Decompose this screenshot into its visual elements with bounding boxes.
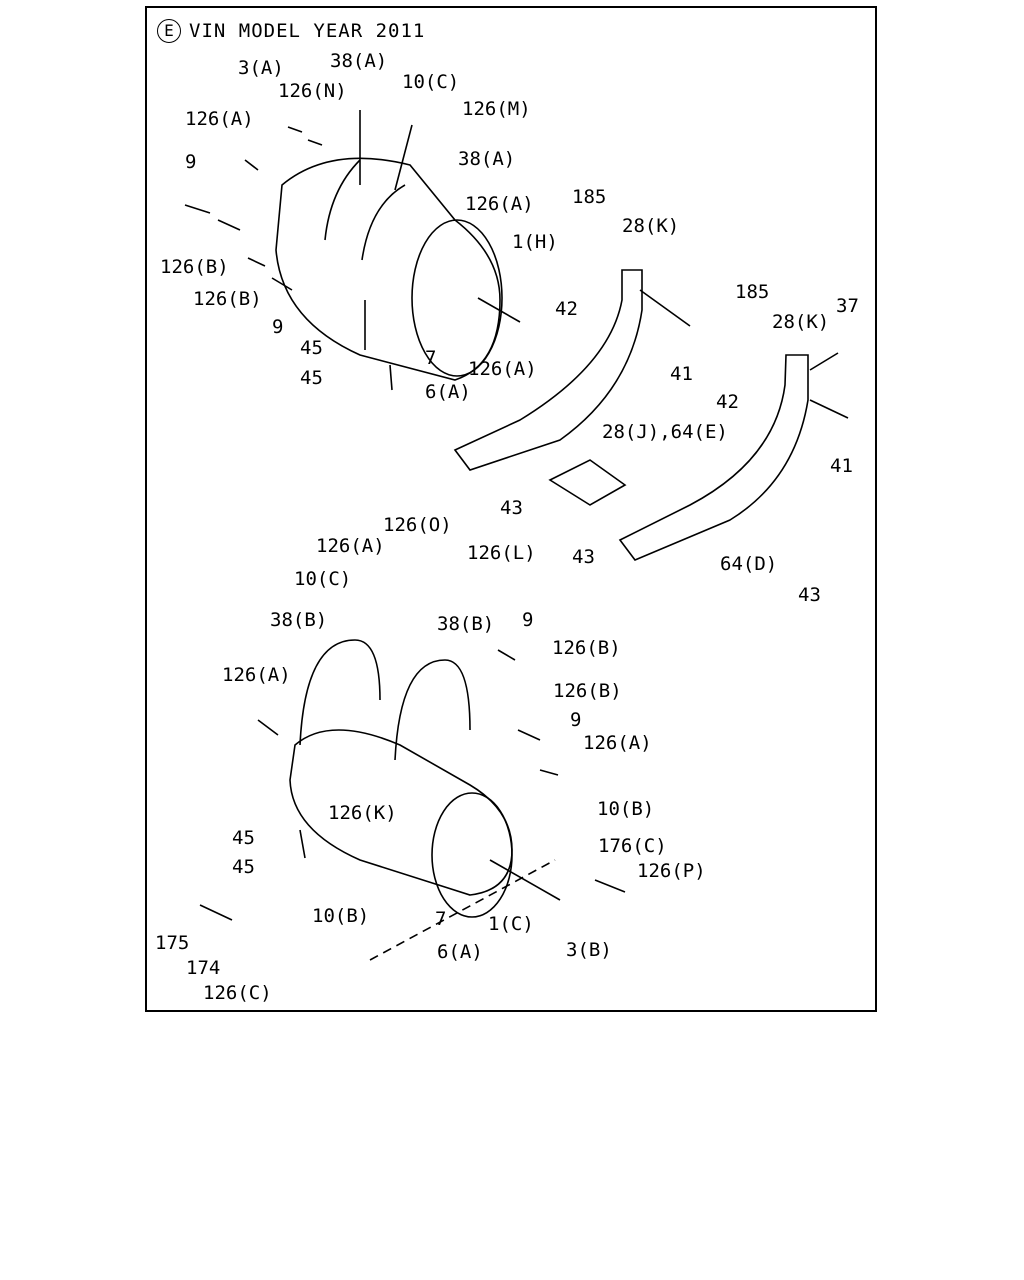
callout-label: 64(D) <box>720 553 777 575</box>
frame-brackets <box>453 269 849 561</box>
upper-fittings <box>184 126 323 291</box>
callout-label: 185 <box>735 281 769 303</box>
callout-label: 176(C) <box>598 835 667 857</box>
callout-label: 126(B) <box>552 637 621 659</box>
callout-label: 126(B) <box>553 680 622 702</box>
callout-labels: 38(A) 3(A) 10(C) 126(N) 126(M) 126(A) 38(A) 126… <box>155 50 859 1004</box>
callout-label: 7 <box>435 908 446 930</box>
callout-label: 37 <box>836 295 859 317</box>
callout-label: 7 <box>425 347 436 369</box>
callout-label: 126(A) <box>222 664 291 686</box>
callout-label: 126(K) <box>328 802 397 824</box>
upper-air-tank-assembly <box>184 110 521 391</box>
callout-label: 9 <box>272 316 283 338</box>
callout-label: 126(B) <box>160 256 229 278</box>
callout-label: 126(A) <box>185 108 254 130</box>
callout-label: 9 <box>570 709 581 731</box>
callout-label: 10(C) <box>294 568 351 590</box>
callout-label: 28(K) <box>772 311 829 333</box>
callout-label: 10(C) <box>402 71 459 93</box>
callout-label: 126(M) <box>462 98 531 120</box>
callout-label: 126(L) <box>467 542 536 564</box>
callout-label: 1(C) <box>488 913 534 935</box>
callout-label: 38(A) <box>330 50 387 72</box>
callout-label: 6(A) <box>425 381 471 403</box>
lower-strap-b <box>394 659 471 761</box>
callout-label: 42 <box>716 391 739 413</box>
lower-tank-body <box>289 729 513 896</box>
callout-label: 41 <box>830 455 853 477</box>
callout-label: 28(J),64(E) <box>602 421 728 443</box>
callout-label: 3(A) <box>238 57 284 79</box>
callout-label: 175 <box>155 932 189 954</box>
callout-label: 45 <box>300 337 323 359</box>
callout-label: 126(N) <box>278 80 347 102</box>
callout-label: 45 <box>232 827 255 849</box>
callout-label: 43 <box>572 546 595 568</box>
bracket-left <box>453 269 643 471</box>
callout-label: 28(K) <box>622 215 679 237</box>
section-letter-badge: E <box>157 19 181 43</box>
callout-label: 10(B) <box>597 798 654 820</box>
callout-label: 174 <box>186 957 220 979</box>
callout-label: 10(B) <box>312 905 369 927</box>
callout-label: 43 <box>500 497 523 519</box>
callout-label: 126(A) <box>468 358 537 380</box>
callout-label: 38(A) <box>458 148 515 170</box>
callout-label: 3(B) <box>566 939 612 961</box>
callout-label: 38(B) <box>437 613 494 635</box>
lower-air-tank-assembly <box>199 639 626 961</box>
upper-tank-strap-a <box>324 159 361 241</box>
callout-label: 9 <box>185 151 196 173</box>
callout-label: 45 <box>232 856 255 878</box>
callout-label: 43 <box>798 584 821 606</box>
bracket-right <box>618 354 809 561</box>
upper-tank-body <box>275 157 501 381</box>
lower-fittings <box>199 649 626 921</box>
lower-tank-end-cap <box>431 792 513 918</box>
callout-label: 185 <box>572 186 606 208</box>
callout-label: 126(A) <box>583 732 652 754</box>
callout-label: 1(H) <box>512 231 558 253</box>
callout-label: 126(O) <box>383 514 452 536</box>
callout-label: 38(B) <box>270 609 327 631</box>
upper-tank-strap-b <box>361 184 406 261</box>
callout-label: 126(A) <box>465 193 534 215</box>
callout-label: 126(A) <box>316 535 385 557</box>
mounting-plate <box>548 459 627 506</box>
callout-label: 126(B) <box>193 288 262 310</box>
callout-label: 126(C) <box>203 982 272 1004</box>
callout-label: 126(P) <box>637 860 706 882</box>
diagram-title: VIN MODEL YEAR 2011 <box>189 20 426 42</box>
callout-label: 41 <box>670 363 693 385</box>
callout-label: 45 <box>300 367 323 389</box>
upper-tank-end-cap <box>411 219 503 377</box>
callout-label: 42 <box>555 298 578 320</box>
lower-strap-a <box>299 639 381 746</box>
callout-label: 6(A) <box>437 941 483 963</box>
callout-label: 9 <box>522 609 533 631</box>
diagram-header: E VIN MODEL YEAR 2011 <box>157 16 425 46</box>
